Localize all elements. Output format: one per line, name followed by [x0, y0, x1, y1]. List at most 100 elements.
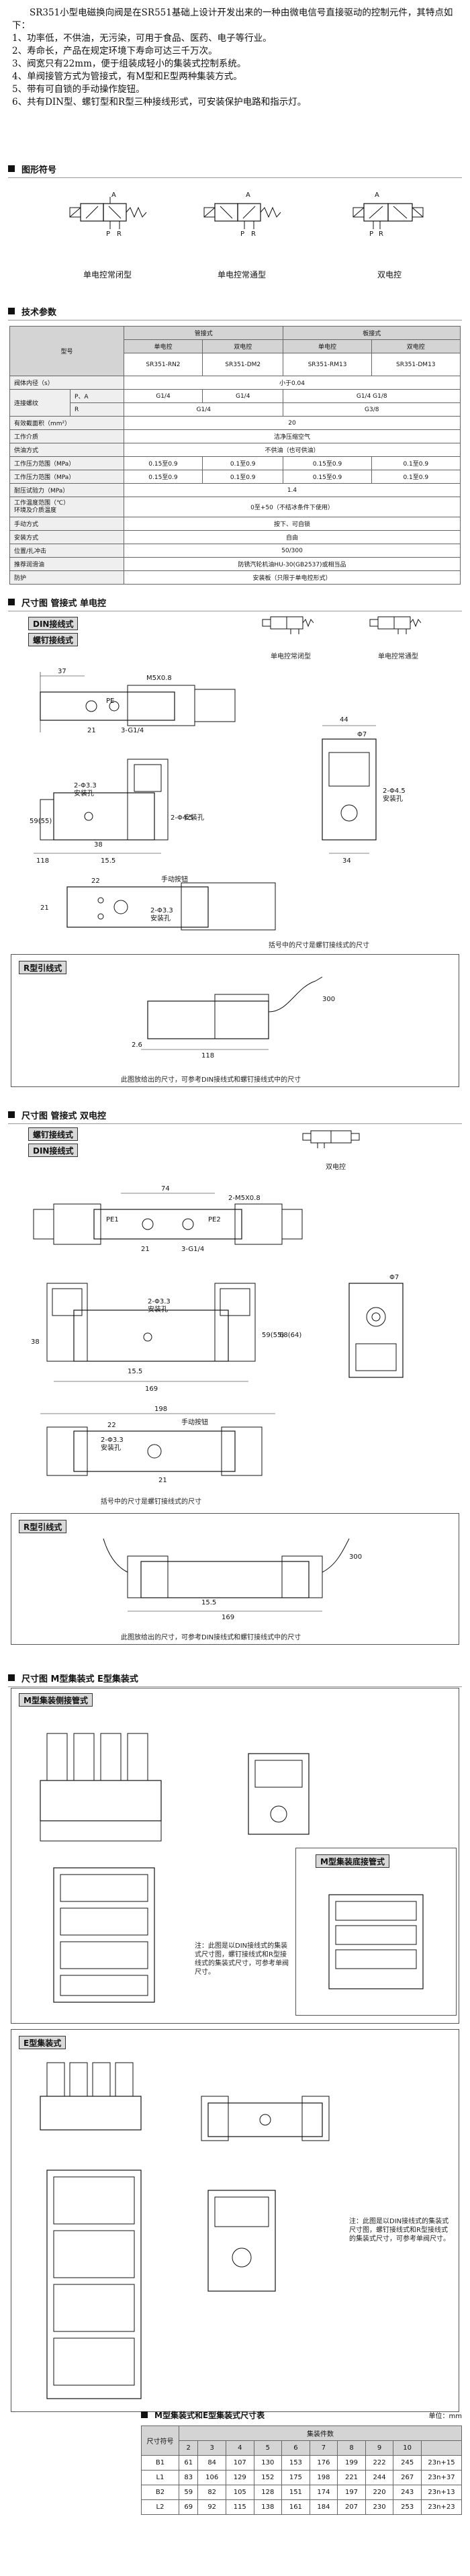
dim-count: 10 [393, 2440, 422, 2456]
dim-label: 手动按钮 [161, 875, 188, 884]
section-bullet-icon [8, 308, 15, 314]
dim-label: 22 [91, 877, 100, 885]
dim1-note-r: 此图放给出的尺寸，可参考DIN接线式和螺钉接线式中的尺寸 [121, 1076, 301, 1084]
spec-single: 单电控 [124, 339, 203, 353]
dim-value: 128 [253, 2485, 283, 2500]
dim2-tag-r: R型引线式 [19, 1520, 67, 1533]
spec-row-sublabel: P、A [70, 389, 124, 403]
dim-value: 176 [309, 2455, 338, 2471]
dim-label: 2-Φ3.3 [148, 1298, 171, 1305]
dim-label: 21 [141, 1246, 150, 1253]
spec-row-value: 1.4 [124, 483, 461, 497]
dim-value: 267 [393, 2470, 422, 2485]
section-bullet-icon [8, 599, 15, 605]
dim3-e-frame [11, 2029, 459, 2412]
dim-label: 118 [36, 857, 49, 865]
spec-row-value: 50/300 [124, 544, 461, 558]
dim-formula-head [421, 2440, 462, 2456]
spec-row-value: 0.15至0.9 [283, 456, 372, 470]
spec-row-value: G1/4 [124, 389, 203, 403]
dim1-note-brackets: 括号中的尺寸是螺钉接线式的尺寸 [269, 942, 369, 949]
dim-table-header: M型集装式和E型集装式尺寸表 单位：mm [141, 2407, 462, 2422]
svg-text:P: P [369, 230, 373, 238]
feature-item: 5、带有可自锁的手动操作旋钮。 [12, 84, 145, 95]
dim-label: 169 [145, 1385, 158, 1393]
spec-row-label: 工作压力范围（MPa） [9, 470, 124, 484]
spec-row-label: 位置/扎冲击 [9, 544, 124, 558]
feature-item: 1、功率低，不供油，无污染，可用于食品、医药、电子等行业。 [12, 33, 272, 44]
dim-value: 107 [225, 2455, 254, 2471]
dim3-m-side-view-drawing [248, 1753, 310, 1835]
dim-code: L1 [141, 2470, 179, 2485]
spec-row-value: 洁净压缩空气 [124, 429, 461, 443]
section-title: 尺寸图 管接式 单电控 [21, 598, 107, 609]
dim-value: 151 [281, 2485, 310, 2500]
spec-group-pipe: 管接式 [123, 326, 284, 340]
dim-value: 207 [337, 2499, 366, 2515]
dim-value: 230 [365, 2499, 394, 2515]
dim3-e-end-drawing [207, 2190, 276, 2292]
dim2-r-type-frame [11, 1513, 459, 1645]
dim-label: 68(64) [279, 1332, 301, 1339]
dim2-top-view-drawing: 74 2-M5X0.8 PE1 PE2 21 3-G1/4 [33, 1185, 303, 1253]
dim-label: 2.6 [132, 1041, 142, 1049]
dim-value: 129 [225, 2470, 254, 2485]
svg-text:R: R [379, 230, 383, 238]
table-row: L1 83 106 129 152 175 198 221 244 267 23… [141, 2470, 462, 2485]
spec-single: 单电控 [283, 339, 372, 353]
dim-label: 300 [322, 996, 335, 1003]
section-header-dim2: 尺寸图 管接式 双电控 [8, 1107, 462, 1124]
spec-row-value: G3/8 [283, 402, 461, 417]
dim-label: 59(55) [262, 1332, 284, 1339]
dim-value: 84 [197, 2455, 226, 2471]
dim1-side-view-drawing: 44 34 Φ7 2-Φ4.5 安装孔 [322, 716, 406, 865]
dim-label: 74 [161, 1185, 170, 1193]
dim3-m-bottom-drawing [328, 1894, 424, 1989]
dim2-note-r: 此图放给出的尺寸，可参考DIN接线式和螺钉接线式中的尺寸 [121, 1634, 301, 1641]
dim-count: 3 [197, 2440, 226, 2456]
dim-value: 23n+15 [421, 2455, 462, 2471]
dim-value: 83 [178, 2470, 199, 2485]
dim-label: 2-Φ3.3 [150, 907, 173, 914]
dim-value: 197 [337, 2485, 366, 2500]
dim-value: 92 [197, 2499, 226, 2515]
dim1-bottom-view-drawing: 22 手动按钮 2-Φ3.3 安装孔 21 [40, 875, 276, 931]
svg-text:A: A [111, 191, 116, 199]
symbol-double-caption: 双电控 [377, 270, 402, 280]
spec-row-value: G1/4 [201, 389, 284, 403]
dim-label: 2-M5X0.8 [228, 1195, 261, 1202]
dim-col-code: 尺寸符号 [141, 2425, 179, 2456]
dim-label: 38 [31, 1338, 40, 1346]
dim-label: 2-Φ4.5 [171, 814, 193, 822]
feature-item: 2、寿命长，产品在规定环境下寿命可达三千万次。 [12, 46, 218, 56]
dim-label: 15.5 [101, 857, 115, 865]
dim-value: 161 [281, 2499, 310, 2515]
dim1-legend-double: 单电控常通型 [378, 653, 418, 660]
dim-label: 15.5 [128, 1368, 142, 1375]
dim1-top-view-drawing: 37 M5X0.8 21 3-G1/4 PE [40, 668, 236, 734]
dim-value: 222 [365, 2455, 394, 2471]
dim1-tag-r: R型引线式 [19, 961, 67, 974]
dim-label: Φ7 [389, 1274, 399, 1281]
spec-row-label: 工作温度范围（℃） 环境及介质温度 [9, 497, 124, 517]
dim-value: 23n+23 [421, 2499, 462, 2515]
dim1-tag-din: DIN接线式 [28, 617, 79, 630]
dim-value: 138 [253, 2499, 283, 2515]
dim-label: 22 [107, 1422, 116, 1429]
spec-row-value: 0.15至0.9 [124, 456, 203, 470]
dim-value: 23n+37 [421, 2470, 462, 2485]
symbol-nc-caption: 单电控常闭型 [83, 270, 132, 280]
dim-value: 105 [225, 2485, 254, 2500]
dim3-e-side-drawing [201, 2096, 330, 2141]
dim3-e-top-drawing [46, 2170, 142, 2399]
dim-value: 106 [197, 2470, 226, 2485]
dim-value: 174 [309, 2485, 338, 2500]
spec-row-value: G1/4 G1/8 [283, 389, 461, 403]
spec-row-label: 推荐润滑油 [9, 557, 124, 571]
dim-value: 244 [365, 2470, 394, 2485]
dim-value: 243 [393, 2485, 422, 2500]
dim2-legend: 双电控 [326, 1164, 346, 1171]
